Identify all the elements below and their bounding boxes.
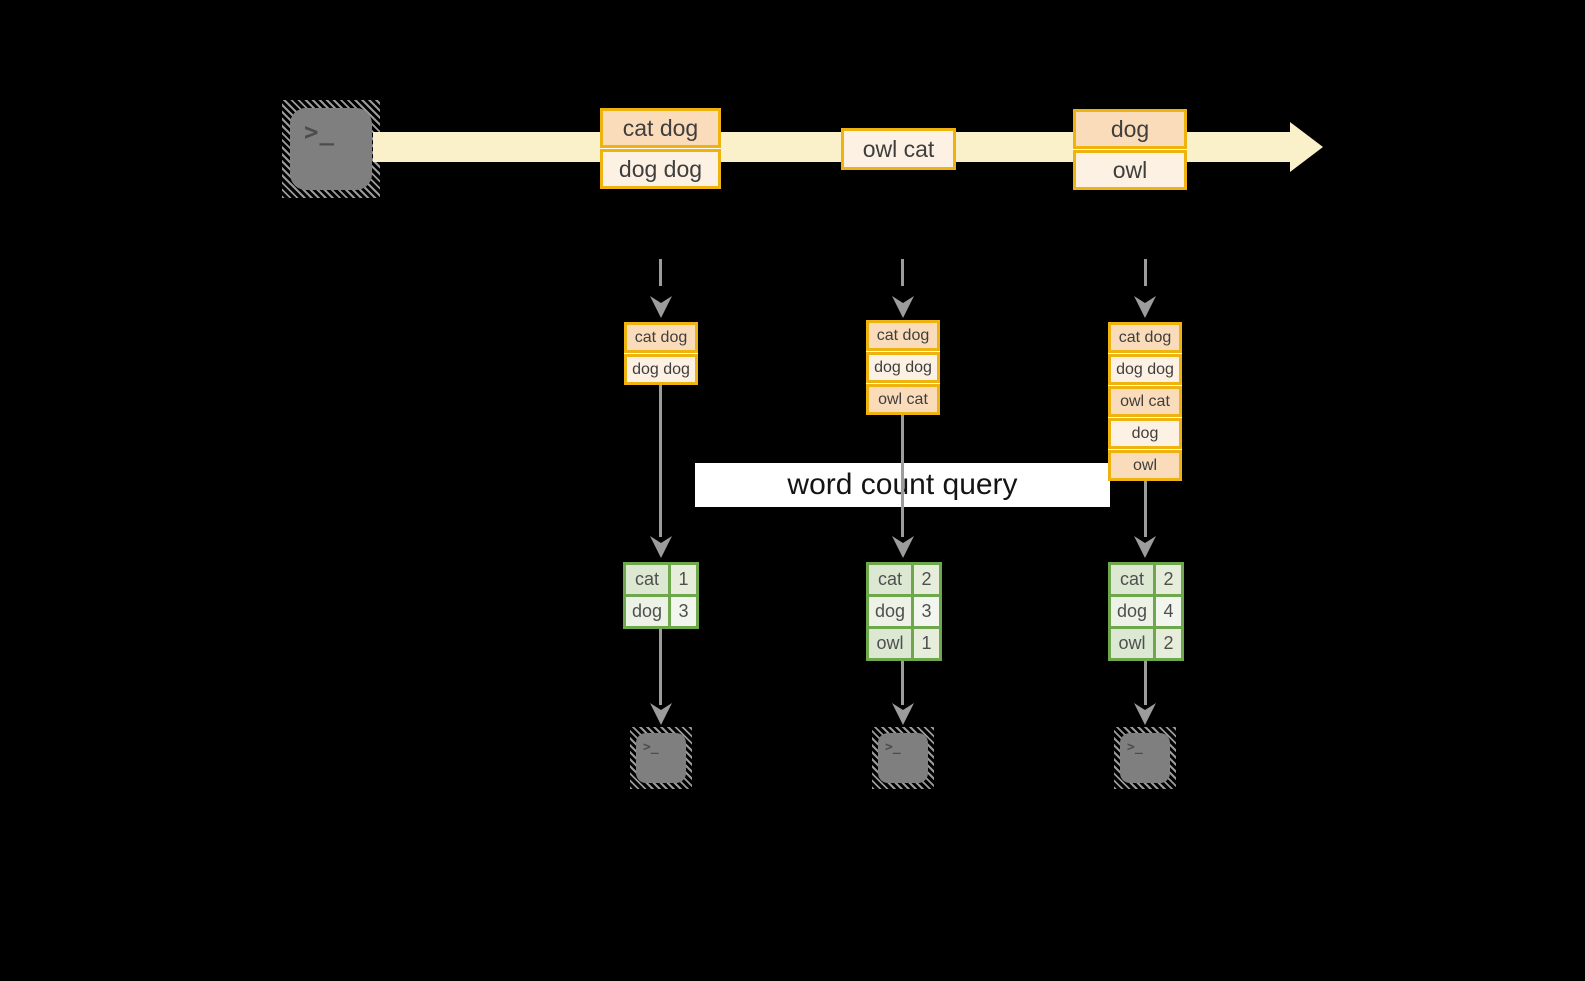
record-word: cat dog	[600, 108, 721, 148]
terminal-body: >_	[1120, 733, 1170, 783]
record-divider	[866, 383, 940, 384]
count-value-cell: 2	[1156, 629, 1181, 658]
dashed-down-arrowhead-icon-2	[892, 296, 914, 318]
sink-terminal-icon-2: >_	[872, 727, 934, 789]
record-divider	[624, 353, 698, 354]
down-arrow-line	[901, 415, 904, 537]
count-value-cell: 3	[914, 597, 939, 626]
stream-record-2: owl cat	[841, 128, 956, 170]
prompt-icon: >_	[1127, 740, 1143, 755]
down-arrow-line	[659, 385, 662, 537]
dashed-down-arrow-line-2	[901, 259, 904, 286]
count-word-cell: dog	[869, 597, 911, 626]
count-word-cell: dog	[626, 597, 668, 626]
prompt-icon: >_	[304, 118, 335, 146]
down-arrowhead-icon	[892, 703, 914, 725]
dashed-down-arrowhead-icon-3	[1134, 296, 1156, 318]
record-divider	[1108, 385, 1182, 386]
dashed-down-arrowhead-icon-1	[650, 296, 672, 318]
prompt-icon: >_	[885, 740, 901, 755]
buffer-row: dog dog	[1108, 354, 1182, 385]
record-divider	[600, 148, 721, 149]
count-word-cell: cat	[1111, 565, 1153, 594]
buffer-stack-1: cat dog dog dog	[624, 322, 698, 385]
buffer-row: dog dog	[866, 352, 940, 383]
record-divider	[1108, 449, 1182, 450]
record-divider	[866, 351, 940, 352]
record-divider	[1108, 417, 1182, 418]
count-value-cell: 4	[1156, 597, 1181, 626]
down-arrow-line	[1144, 661, 1147, 705]
count-table-3: cat 2 dog 4 owl 2	[1108, 562, 1184, 661]
dashed-down-arrow-line-1	[659, 259, 662, 286]
count-value-cell: 1	[914, 629, 939, 658]
buffer-row: dog	[1108, 418, 1182, 449]
terminal-body: >_	[290, 108, 372, 190]
terminal-body: >_	[878, 733, 928, 783]
stream-record-3: dog owl	[1073, 109, 1187, 190]
down-arrow-line	[659, 629, 662, 705]
down-arrowhead-icon	[892, 536, 914, 558]
record-word: dog	[1073, 109, 1187, 149]
sink-terminal-icon-1: >_	[630, 727, 692, 789]
buffer-row: dog dog	[624, 354, 698, 385]
sink-terminal-icon-3: >_	[1114, 727, 1176, 789]
down-arrowhead-icon	[650, 703, 672, 725]
buffer-stack-2: cat dog dog dog owl cat	[866, 320, 940, 415]
count-value-cell: 2	[1156, 565, 1181, 594]
count-table-1: cat 1 dog 3	[623, 562, 699, 629]
count-word-cell: owl	[1111, 629, 1153, 658]
count-table-2: cat 2 dog 3 owl 1	[866, 562, 942, 661]
record-divider	[1108, 353, 1182, 354]
prompt-icon: >_	[643, 740, 659, 755]
count-word-cell: dog	[1111, 597, 1153, 626]
source-terminal-icon: >_	[282, 100, 380, 198]
buffer-row: owl cat	[1108, 386, 1182, 417]
count-word-cell: owl	[869, 629, 911, 658]
dashed-down-arrow-line-3	[1144, 259, 1147, 286]
terminal-body: >_	[636, 733, 686, 783]
down-arrow-line	[901, 661, 904, 705]
down-arrow-line	[1144, 481, 1147, 537]
down-arrowhead-icon	[1134, 703, 1156, 725]
buffer-stack-3: cat dog dog dog owl cat dog owl	[1108, 322, 1182, 481]
record-word: dog dog	[600, 149, 721, 189]
record-word: owl cat	[841, 128, 956, 170]
buffer-row: cat dog	[866, 320, 940, 351]
buffer-row: owl cat	[866, 384, 940, 415]
buffer-row: cat dog	[1108, 322, 1182, 353]
record-divider	[1073, 149, 1187, 150]
buffer-row: owl	[1108, 450, 1182, 481]
count-value-cell: 2	[914, 565, 939, 594]
count-value-cell: 3	[671, 597, 696, 626]
down-arrowhead-icon	[650, 536, 672, 558]
count-value-cell: 1	[671, 565, 696, 594]
stream-arrowhead-icon	[1290, 122, 1323, 172]
buffer-row: cat dog	[624, 322, 698, 353]
count-word-cell: cat	[626, 565, 668, 594]
count-word-cell: cat	[869, 565, 911, 594]
down-arrowhead-icon	[1134, 536, 1156, 558]
stream-record-1: cat dog dog dog	[600, 108, 721, 189]
record-word: owl	[1073, 150, 1187, 190]
